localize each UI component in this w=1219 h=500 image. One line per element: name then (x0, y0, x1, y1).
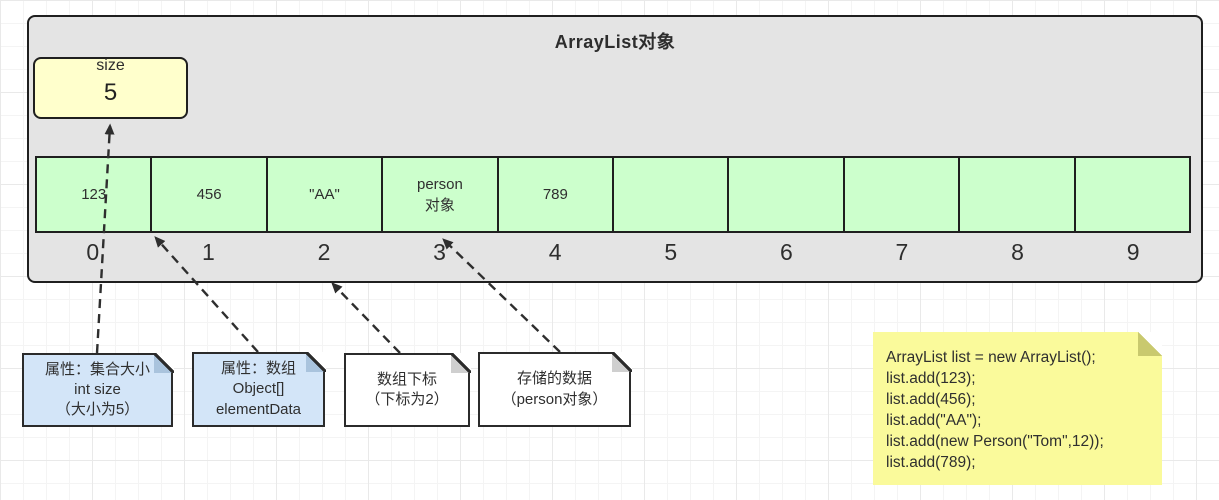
note-line: （大小为5） (55, 401, 140, 419)
index-label-2: 2 (317, 239, 331, 265)
note-line: 数组下标 (376, 370, 437, 388)
note-line: 属性：集合大小 (44, 360, 150, 378)
dashed-arrow-index (331, 282, 401, 354)
fold-corner-icon (611, 351, 632, 372)
array-cell-8 (960, 158, 1076, 231)
note-size-attribute: 属性：集合大小 int size （大小为5） (22, 352, 174, 427)
index-label-9: 9 (1126, 239, 1140, 265)
note-line: 存储的数据 (516, 370, 592, 388)
code-line: list.add(new Person("Tom",12)); (886, 433, 1104, 451)
array-cell-5 (614, 158, 730, 231)
array-cell-7 (845, 158, 961, 231)
array-cell-4: 789 (499, 158, 615, 231)
array-cell-3: person 对象 (383, 158, 499, 231)
note-line: elementData (215, 400, 302, 418)
code-line: list.add("AA"); (886, 412, 982, 430)
note-elementdata-attribute: 属性：数组 Object[] elementData (192, 351, 326, 427)
note-line: （下标为2） (365, 391, 449, 408)
index-label-4: 4 (548, 239, 562, 265)
note-line: 属性：数组 (220, 360, 296, 378)
index-label-6: 6 (779, 239, 793, 265)
size-label: size (96, 57, 125, 74)
fold-corner-icon (305, 351, 326, 372)
code-line: ArrayList list = new ArrayList(); (886, 349, 1096, 366)
code-line: list.add(456); (886, 391, 976, 409)
index-row: 0 1 2 3 4 5 6 7 8 9 (35, 239, 1191, 266)
array-cell-2: "AA" (268, 158, 384, 231)
array-cell-9 (1076, 158, 1189, 231)
size-box: size 5 (33, 57, 188, 119)
panel-title: ArrayList对象 (554, 32, 676, 52)
note-line: int size (74, 380, 121, 398)
fold-corner-icon (450, 352, 471, 373)
array-cell-0: 123 (37, 158, 153, 231)
code-line: list.add(123); (886, 370, 976, 388)
code-sticky-note: ArrayList list = new ArrayList(); list.a… (873, 332, 1162, 485)
array-cell-1: 456 (152, 158, 268, 231)
fold-corner-icon (153, 352, 174, 373)
index-label-5: 5 (664, 239, 678, 265)
index-label-1: 1 (201, 239, 215, 265)
index-label-8: 8 (1011, 239, 1024, 265)
fold-corner-icon (1138, 332, 1162, 356)
array-row: 123 456 "AA" person 对象 789 (35, 156, 1191, 233)
code-line: list.add(789); (886, 454, 976, 472)
index-label-3: 3 (433, 239, 446, 265)
note-line: （person对象） (501, 390, 608, 408)
size-value: 5 (103, 79, 118, 106)
index-label-7: 7 (895, 239, 909, 265)
note-array-index: 数组下标 （下标为2） (344, 352, 471, 427)
note-line: Object[] (232, 380, 285, 398)
array-cell-6 (729, 158, 845, 231)
note-stored-data: 存储的数据 （person对象） (478, 351, 632, 427)
index-label-0: 0 (86, 239, 100, 265)
